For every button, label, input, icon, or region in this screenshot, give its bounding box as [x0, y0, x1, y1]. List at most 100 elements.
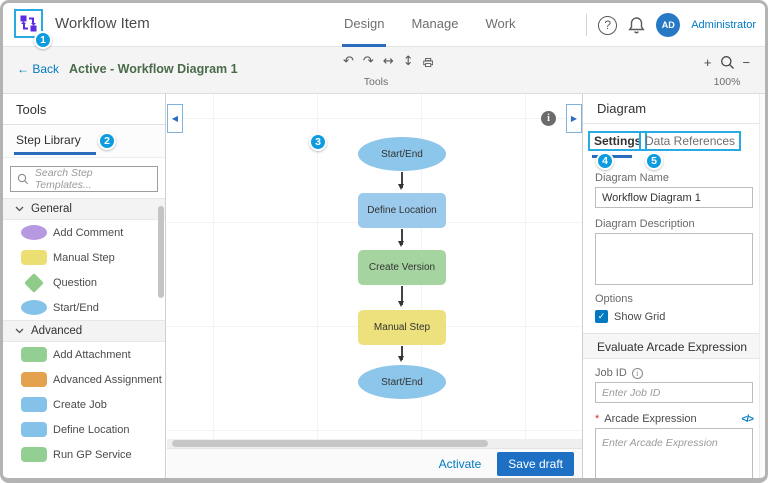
chevron-down-icon — [15, 328, 24, 334]
info-icon[interactable]: i — [631, 367, 643, 379]
step-search-input[interactable]: Search Step Templates... — [10, 166, 158, 192]
rect-shape-icon — [21, 447, 47, 462]
workflow-logo-highlight-box — [14, 9, 43, 38]
job-id-placeholder: Enter Job ID — [602, 386, 661, 399]
diagram-name-input[interactable]: Workflow Diagram 1 — [595, 187, 753, 208]
tab-manage[interactable]: Manage — [411, 16, 459, 31]
sidebar-title: Tools — [3, 94, 165, 125]
chevron-left-icon: ◀ — [171, 114, 179, 123]
tab-step-library[interactable]: Step Library — [16, 133, 81, 147]
collapse-left-panel-button[interactable]: ◀ — [167, 104, 183, 133]
show-grid-option[interactable]: ✓ Show Grid — [595, 310, 753, 323]
job-id-input[interactable]: Enter Job ID — [595, 382, 753, 403]
ellipse-shape-icon — [21, 225, 47, 240]
diagram-panel-tabs: Settings Data References 4 5 — [583, 129, 765, 170]
activate-button[interactable]: Activate — [438, 456, 482, 471]
arcade-section-header: Evaluate Arcade Expression — [583, 333, 765, 359]
back-arrow-icon: ← — [17, 62, 29, 76]
callout-badge-3: 3 — [309, 133, 327, 151]
chevron-down-icon — [15, 206, 24, 212]
step-template-create-job[interactable]: Create Job — [3, 392, 165, 417]
job-id-label: Job ID — [595, 367, 627, 379]
scrollbar-thumb[interactable] — [158, 206, 164, 298]
header-actions: ? AD Administrator — [586, 3, 756, 47]
notifications-bell-icon[interactable] — [628, 16, 645, 35]
required-asterisk: * — [595, 413, 600, 425]
workflow-manager-icon — [20, 15, 37, 32]
tab-data-references[interactable]: Data References — [639, 131, 742, 151]
user-avatar[interactable]: AD — [656, 13, 681, 37]
top-nav-tabs: Design Manage Work — [342, 3, 516, 47]
help-icon[interactable]: ? — [598, 15, 618, 35]
step-template-start-end[interactable]: Start/End — [3, 295, 165, 320]
step-template-advanced-assignment[interactable]: Advanced Assignment — [3, 367, 165, 392]
save-draft-button[interactable]: Save draft — [497, 451, 574, 476]
fit-vertical-icon[interactable]: ↕ — [402, 54, 414, 69]
page-title: Workflow Item — [55, 15, 150, 32]
right-panel-scrollbar[interactable] — [759, 94, 765, 478]
rect-shape-icon — [21, 397, 47, 412]
step-template-run-gp-service[interactable]: Run GP Service — [3, 442, 165, 467]
magnifier-icon[interactable] — [720, 55, 735, 70]
show-grid-checkbox[interactable]: ✓ — [595, 310, 608, 323]
collapse-right-panel-button[interactable]: ▶ — [566, 104, 582, 133]
flow-node-define-location[interactable]: Define Location — [358, 193, 446, 228]
arcade-label-row: * Arcade Expression </> — [595, 413, 755, 425]
rect-shape-icon — [21, 347, 47, 362]
redo-icon[interactable]: ↷ — [362, 54, 374, 69]
step-template-add-attachment[interactable]: Add Attachment — [3, 342, 165, 367]
step-library-underline — [14, 152, 96, 155]
rect-shape-icon — [21, 250, 47, 265]
scrollbar-thumb[interactable] — [172, 440, 488, 447]
chevron-right-icon: ▶ — [570, 114, 578, 123]
back-button[interactable]: ← Back — [17, 62, 60, 76]
top-header: 1 Workflow Item Design Manage Work ? AD … — [3, 3, 765, 49]
zoom-level: 100% — [713, 76, 741, 88]
section-header-advanced[interactable]: Advanced — [3, 320, 165, 342]
callout-badge-1: 1 — [34, 31, 52, 49]
flow-connector — [398, 346, 404, 362]
flow-node-start[interactable]: Start/End — [358, 137, 446, 171]
section-header-general[interactable]: General — [3, 198, 165, 220]
callout-badge-2: 2 — [98, 132, 116, 150]
diagram-description-label: Diagram Description — [595, 218, 695, 230]
search-icon — [17, 173, 29, 185]
options-label: Options — [595, 293, 633, 305]
diagram-description-textarea[interactable] — [595, 233, 753, 285]
flow-node-end[interactable]: Start/End — [358, 365, 446, 399]
step-template-question[interactable]: Question — [3, 270, 165, 295]
tools-group-label: Tools — [363, 76, 389, 88]
flow-node-manual-step[interactable]: Manual Step — [358, 310, 446, 345]
diagram-properties-panel: Diagram Settings Data References 4 5 Dia… — [582, 94, 765, 478]
code-editor-icon[interactable]: </> — [741, 413, 755, 425]
fit-horizontal-icon[interactable]: ↔ — [382, 54, 394, 69]
canvas-horizontal-scrollbar[interactable] — [167, 439, 582, 448]
step-template-manual-step[interactable]: Manual Step — [3, 245, 165, 270]
job-id-label-row: Job ID i — [595, 367, 753, 379]
callout-badge-4: 4 — [596, 152, 614, 170]
canvas-info-icon[interactable]: i — [541, 111, 556, 126]
flow-node-create-version[interactable]: Create Version — [358, 250, 446, 285]
diagram-canvas[interactable]: ◀ ▶ i 3 Start/End Define Location Create… — [167, 94, 582, 478]
user-name[interactable]: Administrator — [691, 19, 756, 31]
arcade-expression-textarea[interactable]: Enter Arcade Expression — [595, 428, 753, 483]
zoom-in-button[interactable]: + — [703, 54, 712, 70]
print-icon[interactable] — [422, 56, 433, 69]
resize-handle[interactable] — [742, 479, 750, 483]
header-divider — [586, 14, 588, 36]
app-logo[interactable]: 1 — [14, 9, 54, 49]
sidebar-scrollbar[interactable] — [158, 206, 164, 474]
callout-badge-5: 5 — [645, 152, 663, 170]
zoom-out-button[interactable]: − — [742, 54, 751, 70]
tools-icon-group: ↶ ↷ ↔ ↕ Tools — [343, 52, 433, 88]
undo-icon[interactable]: ↶ — [343, 54, 354, 69]
step-template-define-location[interactable]: Define Location — [3, 417, 165, 442]
diagram-toolbar: ← Back Active - Workflow Diagram 1 ↶ ↷ ↔… — [3, 47, 765, 94]
arcade-placeholder: Enter Arcade Expression — [602, 437, 718, 449]
ellipse-shape-icon — [21, 300, 47, 315]
tab-settings[interactable]: Settings — [588, 131, 648, 151]
arcade-expression-label: Arcade Expression — [604, 413, 697, 425]
tab-work[interactable]: Work — [485, 16, 516, 31]
step-template-add-comment[interactable]: Add Comment — [3, 220, 165, 245]
tab-design[interactable]: Design — [342, 3, 387, 47]
